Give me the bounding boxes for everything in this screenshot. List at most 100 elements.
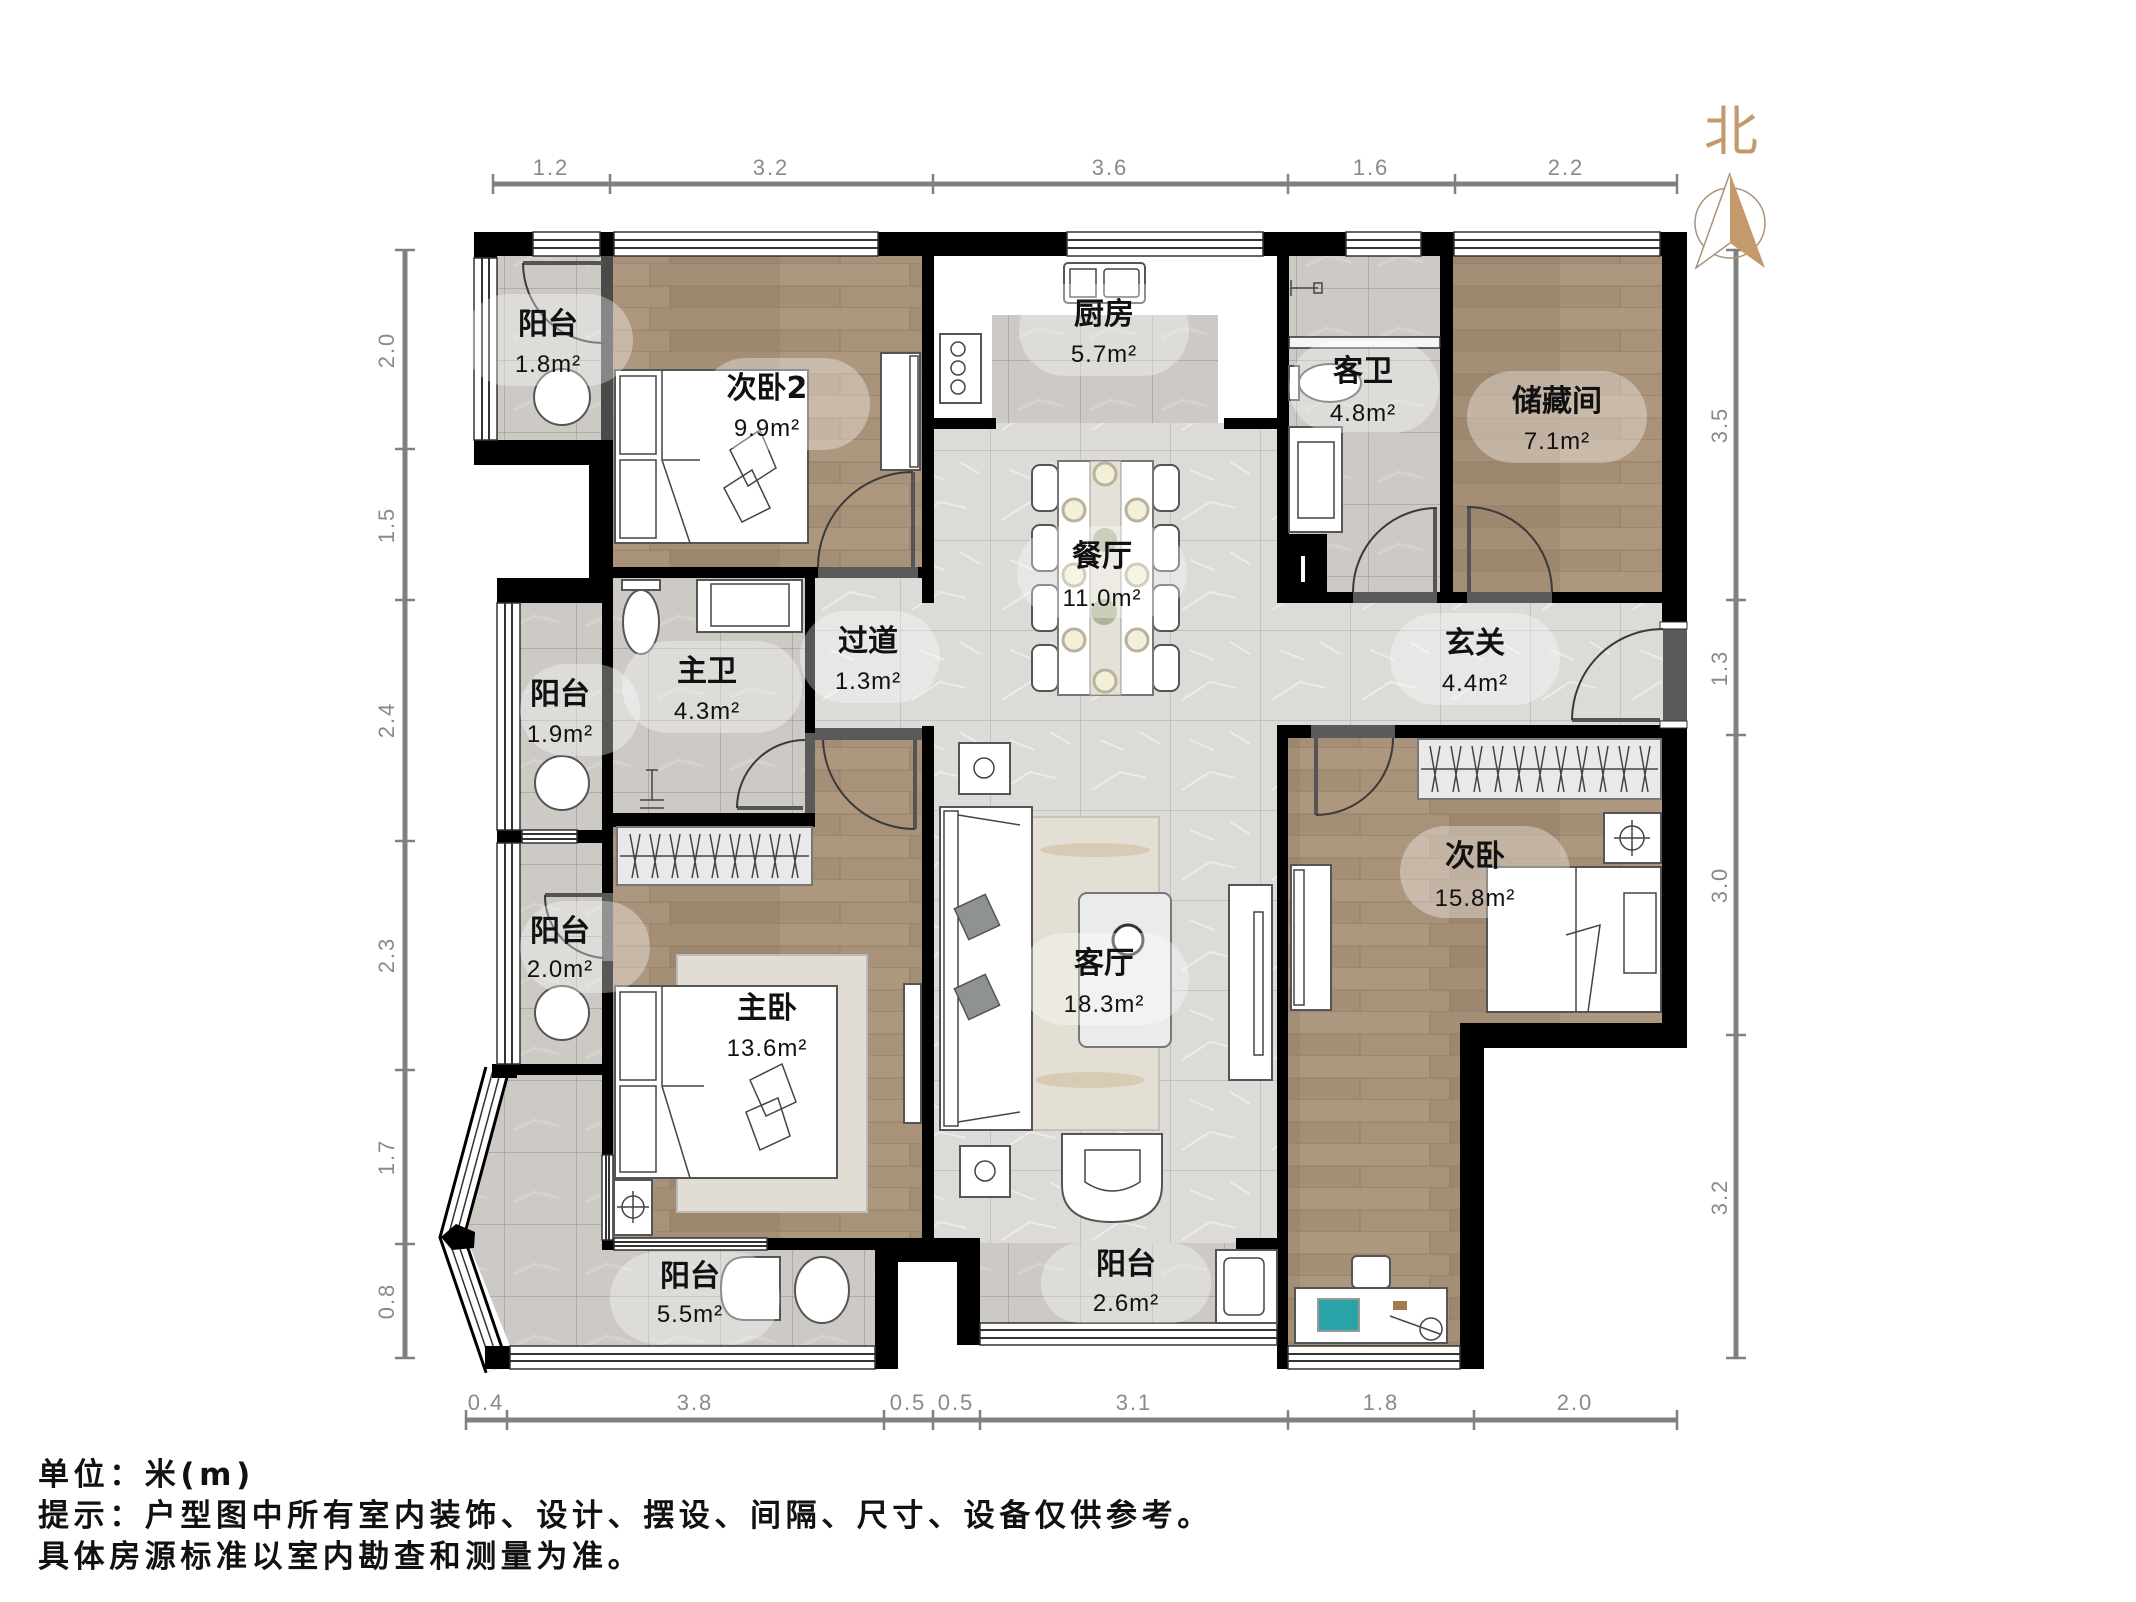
room-balcony-west-2: 阳台 2.0m² <box>520 901 650 993</box>
north-compass: 北 <box>1694 100 1766 271</box>
dimension-label: 3.8 <box>677 1390 714 1415</box>
room-area: 2.6m² <box>1093 1290 1159 1317</box>
room-name: 阳台 <box>530 914 590 949</box>
window-balcony-w2-west <box>496 842 521 1065</box>
armchair-cushion <box>1084 1149 1141 1192</box>
window-frame <box>1066 231 1264 257</box>
dimension-label: 2.2 <box>1548 155 1585 180</box>
dimension-ticks <box>1726 248 1746 1360</box>
window-frame <box>601 1154 614 1241</box>
survey-note: 具体房源标准以室内勘查和测量为准。 <box>38 1539 643 1575</box>
tv-cabinet <box>1228 884 1273 1081</box>
room-name: 餐厅 <box>1072 539 1132 574</box>
toilet-bowl <box>622 589 660 655</box>
bevel-corner-top <box>492 1064 517 1078</box>
side-table-body <box>958 742 1011 795</box>
sofa <box>939 806 1033 1131</box>
bed-frame <box>614 369 809 544</box>
room-dining: 餐厅 11.0m² <box>1017 526 1187 618</box>
label-backdrop <box>1289 341 1439 433</box>
floor-kitchen-tile <box>992 315 1218 423</box>
pillow <box>619 991 657 1081</box>
label-backdrop <box>463 294 633 386</box>
centerpiece-plant <box>1093 528 1117 552</box>
room-name: 储藏间 <box>1512 384 1602 419</box>
sofa-back <box>943 810 959 1127</box>
wall-kitchen-stub-right <box>1224 418 1277 429</box>
window-glass <box>614 239 878 249</box>
tv-cabinet-body <box>1290 864 1332 1011</box>
window-guest-bath <box>1345 231 1422 257</box>
room-storage: 储藏间 7.1m² <box>1467 371 1647 463</box>
balcony-table-w1 <box>534 755 590 811</box>
centerpiece-plant <box>1091 599 1117 625</box>
coffee-table <box>1078 892 1172 1048</box>
desk-lamp <box>1419 1317 1443 1341</box>
door-frame <box>1353 592 1437 603</box>
vanity-master-bath <box>696 579 803 633</box>
dimension-label: 2.3 <box>374 937 399 974</box>
window-glass <box>980 1329 1277 1339</box>
sink-basin <box>1103 268 1140 298</box>
window-bedroom-south <box>1287 1345 1461 1370</box>
north-arrow-icon <box>1730 173 1765 268</box>
window-balcony-sw-south <box>509 1345 876 1370</box>
room-area: 9.9m² <box>734 415 800 442</box>
flower-icon <box>974 1160 996 1182</box>
wall-east-lower <box>1662 722 1687 1048</box>
dining-set <box>1031 460 1180 696</box>
room-labels: 阳台 1.8m² 次卧2 9.9m² 厨房 5.7m² 客卫 4.8m² 储藏间… <box>463 284 1647 1344</box>
room-area: 5.5m² <box>657 1301 723 1328</box>
nightstand-master-bedroom <box>613 1179 653 1236</box>
window-kitchen <box>1066 231 1264 257</box>
dimension-label: 3.2 <box>1707 1179 1732 1216</box>
window-frame <box>1287 1345 1461 1370</box>
throw-pillows <box>723 428 777 523</box>
dimension-label: 3.0 <box>1707 867 1732 904</box>
entrance-jamb-bottom <box>1659 720 1688 729</box>
label-backdrop <box>1400 826 1570 918</box>
desk-monitor <box>1317 1298 1360 1332</box>
wall-balcony-south-stub <box>1236 1238 1277 1250</box>
burner <box>950 379 966 395</box>
wardrobe-hangers <box>1421 745 1658 793</box>
room-area: 4.8m² <box>1330 400 1396 427</box>
lamp-crosshair <box>617 1191 649 1223</box>
duvet-fold <box>661 986 704 1179</box>
label-backdrop <box>800 611 940 703</box>
dimension-label: 3.2 <box>753 155 790 180</box>
room-area: 1.9m² <box>527 721 593 748</box>
wall-notch-right <box>957 1238 980 1345</box>
room-area: 2.0m² <box>527 956 593 983</box>
bed-bedroom2 <box>614 369 809 544</box>
wall-east-upper <box>1662 232 1687 628</box>
nightstand-secondary-bedroom <box>1603 812 1662 864</box>
window-frame <box>613 231 879 257</box>
plate <box>1061 497 1087 523</box>
room-name: 阳台 <box>530 677 590 712</box>
label-backdrop <box>520 901 650 993</box>
desk-item <box>1393 1301 1407 1310</box>
room-area: 7.1m² <box>1524 428 1590 455</box>
column-mark <box>1301 556 1305 582</box>
door-swing-arc <box>543 894 605 959</box>
room-balcony-northwest: 阳台 1.8m² <box>463 294 633 386</box>
door-frame <box>818 567 918 578</box>
room-balcony-south: 阳台 2.6m² <box>1041 1243 1211 1323</box>
wardrobe-hangers <box>620 833 809 879</box>
dimension-label: 0.5 <box>890 1390 927 1415</box>
balcony-table-nw <box>533 368 591 426</box>
burner <box>950 341 966 357</box>
dimension-ticks <box>464 1410 1679 1430</box>
entrance-door <box>1571 621 1688 729</box>
dimension-right: 3.5 1.3 3.0 3.2 <box>1707 248 1746 1360</box>
dimension-label: 0.4 <box>468 1390 505 1415</box>
plate <box>1092 461 1118 487</box>
duvet-fold <box>1565 867 1601 1013</box>
label-backdrop <box>1019 284 1189 376</box>
room-master-bathroom: 主卫 4.3m² <box>622 641 802 733</box>
dimension-label: 1.2 <box>533 155 570 180</box>
room-area: 13.6m² <box>727 1035 808 1062</box>
dimension-label: 1.8 <box>1363 1390 1400 1415</box>
window-glass <box>605 1155 610 1240</box>
